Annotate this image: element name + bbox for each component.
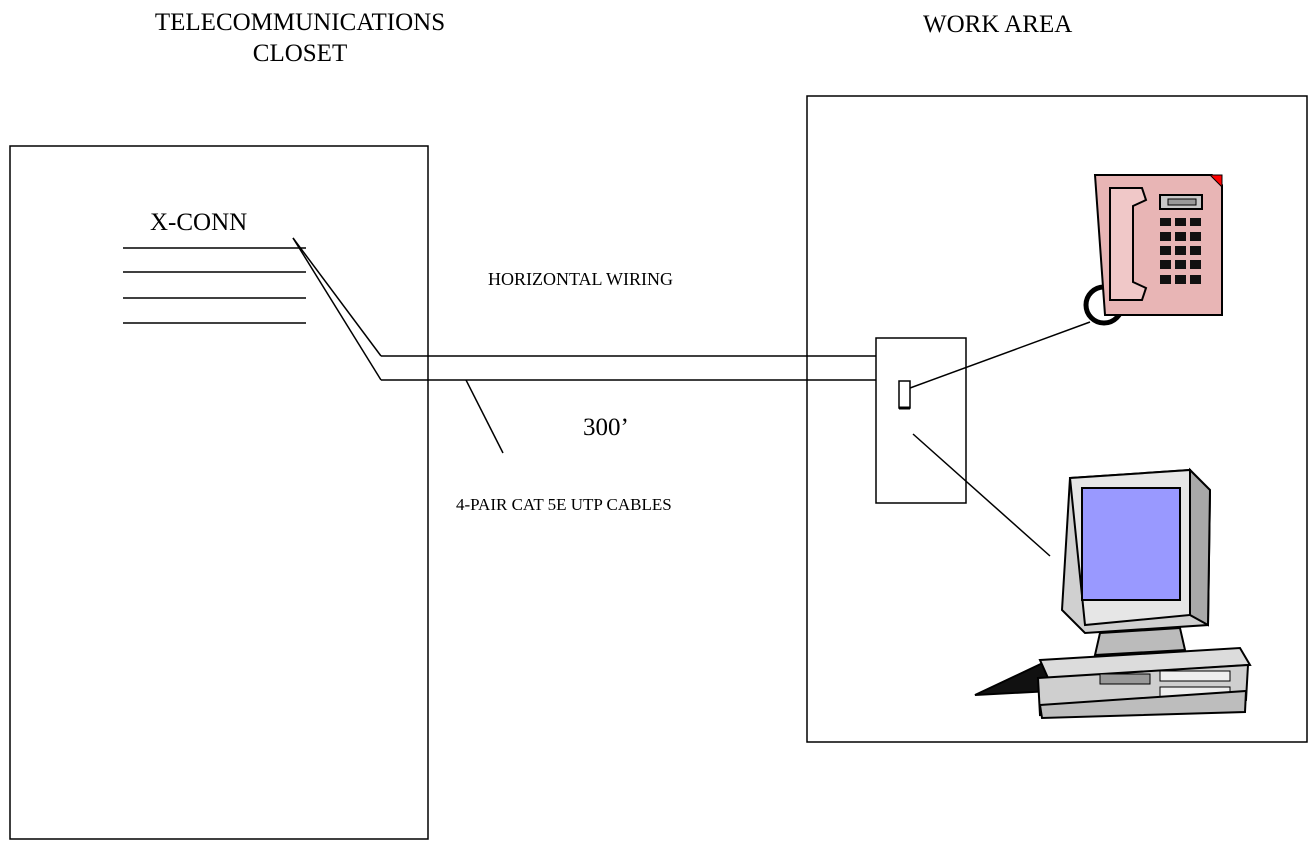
work-area-box xyxy=(806,95,1308,743)
horizontal-cable xyxy=(292,237,876,454)
computer-cord xyxy=(912,433,1051,557)
computer-icon xyxy=(974,467,1252,720)
horizontal-wiring-label: HORIZONTAL WIRING xyxy=(488,269,674,289)
phone-cord xyxy=(909,321,1091,389)
closet-title-line2: CLOSET xyxy=(252,40,348,67)
xconn-label: X-CONN xyxy=(150,209,248,236)
work-area-title: WORK AREA xyxy=(923,11,1073,38)
distance-label: 300’ xyxy=(583,414,629,441)
cable-type-label: 4-PAIR CAT 5E UTP CABLES xyxy=(456,495,672,514)
telephone-icon xyxy=(1083,174,1223,326)
closet-box xyxy=(9,145,429,840)
wall-jack-icon xyxy=(875,337,967,504)
closet-title-line1: TELECOMMUNICATIONS xyxy=(154,9,446,36)
xconn-lines xyxy=(123,247,306,324)
closet-title: TELECOMMUNICATIONS CLOSET xyxy=(100,10,500,66)
